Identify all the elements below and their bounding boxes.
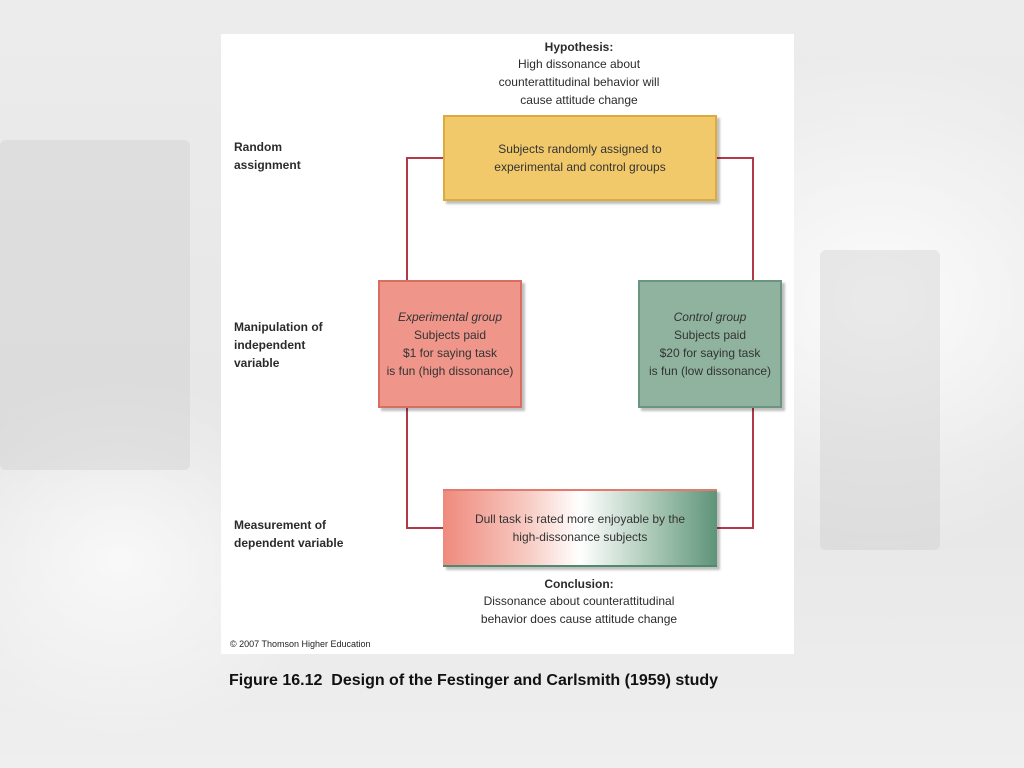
experimental-group-box: Experimental group Subjects paid $1 for … [378, 280, 522, 408]
copyright-notice: © 2007 Thomson Higher Education [230, 639, 371, 649]
background-shape [0, 140, 190, 470]
conclusion-heading: Conclusion: [544, 577, 614, 591]
arrow-assign-to-control [717, 157, 754, 292]
hypothesis-text: High dissonance about counterattitudinal… [498, 57, 660, 107]
stage-label-measurement: Measurement of dependent variable [234, 518, 344, 550]
result-box: Dull task is rated more enjoyable by the… [443, 489, 717, 567]
hypothesis-heading: Hypothesis: [544, 40, 614, 54]
stage-label-manipulation: Manipulation of independent variable [234, 320, 323, 370]
experimental-group-title: Experimental group [397, 310, 503, 324]
control-group-text: Subjects paid $20 for saying task is fun… [648, 328, 772, 378]
result-text: Dull task is rated more enjoyable by the… [474, 512, 686, 544]
experimental-group-text: Subjects paid $1 for saying task is fun … [386, 328, 514, 378]
assignment-text: Subjects randomly assigned to experiment… [494, 142, 666, 174]
random-assignment-box: Subjects randomly assigned to experiment… [443, 115, 717, 201]
arrow-control-to-result [703, 408, 754, 529]
arrow-assign-to-experimental [406, 157, 443, 292]
figure-panel: Hypothesis: High dissonance about counte… [221, 34, 794, 654]
arrow-experimental-to-result [406, 408, 459, 529]
control-group-box: Control group Subjects paid $20 for sayi… [638, 280, 782, 408]
figure-caption: Figure 16.12 Design of the Festinger and… [229, 672, 719, 689]
control-group-title: Control group [673, 310, 747, 324]
conclusion-text: Dissonance about counterattitudinal beha… [480, 594, 678, 626]
stage-label-random-assignment: Random assignment [234, 140, 301, 172]
background-shape [820, 250, 940, 550]
